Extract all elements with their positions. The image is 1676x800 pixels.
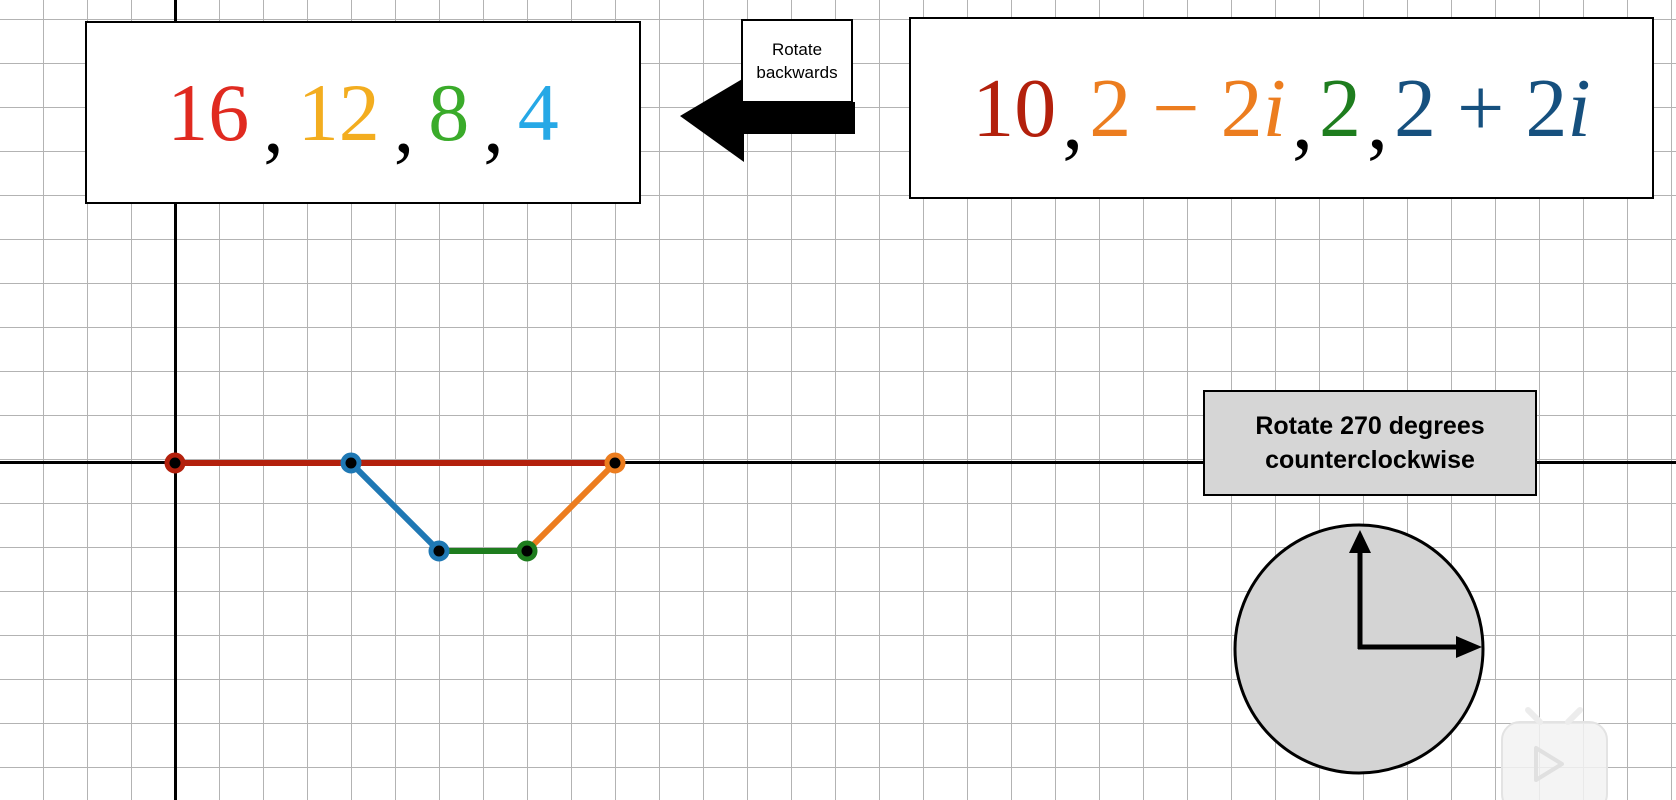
separator: , bbox=[263, 78, 284, 170]
term-10: 10 bbox=[972, 61, 1057, 155]
term-2-minus-2i: 2 − 2i bbox=[1089, 60, 1286, 157]
real-axis bbox=[0, 461, 1676, 464]
term-4: 4 bbox=[517, 66, 559, 158]
dft-result-box: 10 , 2 − 2i , 2 , 2 + 2i bbox=[909, 17, 1654, 199]
point-3 bbox=[516, 540, 538, 562]
imaginary-unit: i bbox=[1262, 61, 1286, 155]
point-4 bbox=[604, 452, 626, 474]
segment-1 bbox=[348, 460, 442, 554]
term-12: 12 bbox=[297, 66, 380, 158]
imaginary-unit: i bbox=[1567, 61, 1591, 155]
separator: , bbox=[1367, 73, 1388, 167]
rotation-instruction-box: Rotate 270 degrees counterclockwise bbox=[1203, 390, 1537, 496]
real-sequence-box: 16 , 12 , 8 , 4 bbox=[85, 21, 641, 204]
separator: , bbox=[1062, 73, 1084, 167]
term-2: 2 bbox=[1319, 61, 1361, 155]
separator: , bbox=[393, 78, 415, 170]
term-8: 8 bbox=[428, 66, 470, 158]
imaginary-axis bbox=[174, 0, 177, 800]
arrow-label-line1: Rotate bbox=[771, 40, 823, 59]
rotation-label-line1: Rotate 270 degrees bbox=[1255, 412, 1485, 440]
segment-3 bbox=[524, 460, 618, 554]
term-text: 2 + 2 bbox=[1394, 61, 1568, 155]
term-text: 2 − 2 bbox=[1089, 61, 1263, 155]
arrow-label-line2: backwards bbox=[756, 63, 838, 82]
term-2-plus-2i: 2 + 2i bbox=[1394, 60, 1591, 157]
point-2 bbox=[428, 540, 450, 562]
rotate-backwards-label: Rotate backwards bbox=[741, 19, 853, 103]
separator: , bbox=[1292, 73, 1313, 167]
term-16: 16 bbox=[167, 66, 250, 158]
point-1 bbox=[340, 452, 362, 474]
rotate-backwards-arrow-icon bbox=[680, 78, 855, 162]
point-0 bbox=[164, 452, 186, 474]
separator: , bbox=[483, 78, 504, 170]
rotation-label-line2: counterclockwise bbox=[1265, 446, 1475, 474]
